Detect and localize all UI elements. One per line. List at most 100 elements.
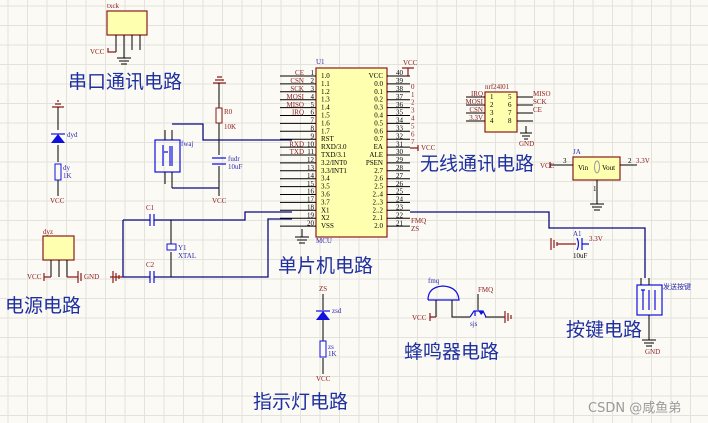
mcu-net-label: CE xyxy=(295,69,304,77)
mcu-net-label: FMQ xyxy=(411,217,426,225)
title-indicator: 指示灯电路 xyxy=(253,391,348,413)
mcu-pin-name: PSEN xyxy=(366,159,383,167)
mcu-pin-number: 38 xyxy=(396,85,404,93)
power-gnd: GND xyxy=(84,273,99,281)
ea-vcc: VCC xyxy=(421,144,436,152)
mcu-pin-number: 1 xyxy=(311,69,315,77)
mcu-pin-name: 2..3 xyxy=(373,198,384,206)
reset-cap-ref: fudr xyxy=(228,155,240,163)
mcu-net-label: 1 xyxy=(411,91,415,99)
mcu-vcc: VCC xyxy=(403,59,418,67)
mcu-net-label: 0 xyxy=(411,83,415,91)
mcu-net-label: RXD xyxy=(289,140,304,148)
mcu-pin-name: 0.3 xyxy=(374,104,383,112)
a1-net: 3.3V xyxy=(589,235,603,243)
mcu-pin-number: 26 xyxy=(396,180,404,188)
nrf-pin-number: 3 xyxy=(490,109,494,117)
mcu-pin-number: 19 xyxy=(307,211,315,219)
reset-circuit: fwaj R0 10K fudr 10uF VCC xyxy=(154,76,292,205)
nrf-pin-number: 8 xyxy=(508,117,512,125)
mcu-pin-number: 36 xyxy=(396,101,404,109)
mcu-pin-name: 3.7 xyxy=(321,198,330,206)
mcu-pin-name: 2..1 xyxy=(373,214,384,222)
nrf-pin-number: 6 xyxy=(508,101,512,109)
nrf-net-label: SCK xyxy=(533,98,547,106)
mcu-net-label: MISO xyxy=(286,101,304,109)
reg-out-net: 3.3V xyxy=(636,157,650,165)
mcu-pin-name: 1.6 xyxy=(321,119,330,127)
buzzer-vcc: VCC xyxy=(412,314,427,322)
mcu-pin-name: 2.7 xyxy=(374,167,383,175)
mcu-pin-number: 2 xyxy=(311,77,315,85)
uart-conn-ref: txck xyxy=(107,2,120,10)
zs-res-value: 1K xyxy=(328,350,337,358)
a1-ref: A1 xyxy=(573,230,582,238)
mcu-net-label: IRQ xyxy=(292,109,304,117)
mcu-pin-number: 23 xyxy=(396,204,404,212)
mcu-net-label: 2 xyxy=(411,99,415,107)
c1-ref: C1 xyxy=(146,204,155,212)
nrf-ref: nrf24l01 xyxy=(485,83,510,91)
zs-vcc: VCC xyxy=(316,375,331,383)
mcu-pin-number: 11 xyxy=(307,148,314,156)
mcu-pin-number: 5 xyxy=(311,101,315,109)
buzzer-net: FMQ xyxy=(478,286,493,294)
mcu-pin-name: 1.0 xyxy=(321,72,330,80)
send-button-circuit: 发送按键 GND xyxy=(636,278,691,356)
mcu-pin-name: 1.7 xyxy=(321,127,330,135)
mcu-pin-number: 15 xyxy=(307,180,315,188)
reg-vin: Vin xyxy=(578,164,589,172)
power-connector: dyz VCC GND xyxy=(27,228,99,283)
watermark: CSDN @咸鱼弟 xyxy=(588,400,681,416)
mcu-pin-number: 24 xyxy=(396,196,404,204)
mcu-net-label: 4 xyxy=(411,115,415,123)
mcu-pin-number: 21 xyxy=(396,219,404,227)
mcu-pin-name: 0.0 xyxy=(374,80,383,88)
power-led: dyd dy 1K VCC xyxy=(50,100,78,205)
crystal-circuit: C1 C2 Y1 XTAL xyxy=(110,204,292,283)
mcu-pin-name: RST xyxy=(321,135,335,143)
nrf-net-label: MOSI xyxy=(465,98,483,106)
mcu-net-label: 6 xyxy=(411,130,415,138)
send-button-gnd: GND xyxy=(645,348,660,356)
reset-button-ref: fwaj xyxy=(181,140,193,148)
mcu-pin-number: 31 xyxy=(396,140,404,148)
mcu-pin-name: TXD/3.1 xyxy=(321,151,347,159)
mcu-net-label: 3 xyxy=(411,107,415,115)
reg-pin-in: 3 xyxy=(563,157,567,165)
mcu-pin-name: 2..2 xyxy=(373,206,384,214)
reg-in-net: VCC xyxy=(540,162,555,170)
mcu-pin-name: 3.5 xyxy=(321,183,330,191)
mcu-name: MCU xyxy=(316,237,332,245)
reg-vout: Vout xyxy=(602,164,615,172)
mcu-pin-name: 0.7 xyxy=(374,135,383,143)
led-power-ref: dyd xyxy=(67,131,78,139)
mcu-pin-name: X1 xyxy=(321,206,330,214)
mcu-net-label: 5 xyxy=(411,122,415,130)
mcu-pin-number: 8 xyxy=(311,125,315,133)
mcu-pin-name: 0.1 xyxy=(374,88,383,96)
mcu-pin-name: 1.2 xyxy=(321,88,330,96)
nrf-net-label: MISO xyxy=(533,90,551,98)
mcu-pin-number: 30 xyxy=(396,148,404,156)
mcu-pin-number: 7 xyxy=(311,117,315,125)
nrf-pin-number: 5 xyxy=(508,93,512,101)
mcu-pin-name: 1.5 xyxy=(321,112,330,120)
title-wireless: 无线通讯电路 xyxy=(420,153,534,175)
mcu-pin-name: 3.3/INT1 xyxy=(321,167,347,175)
title-button: 按键电路 xyxy=(566,319,642,341)
mcu-pin-name: X2 xyxy=(321,214,330,222)
reset-vcc: VCC xyxy=(212,197,227,205)
power-conn-ref: dyz xyxy=(43,228,53,236)
title-uart: 串口通讯电路 xyxy=(68,71,182,93)
mcu-net-label: ZS xyxy=(411,225,419,233)
mcu-pin-name: 1.3 xyxy=(321,96,330,104)
a1-value: 10uF xyxy=(573,252,588,260)
mcu-pin-number: 25 xyxy=(396,188,404,196)
reg-pin-gnd: 1 xyxy=(593,185,597,193)
led-power-vcc: VCC xyxy=(50,197,65,205)
mcu-pin-number: 20 xyxy=(307,219,315,227)
mcu-pin-number: 34 xyxy=(396,117,404,125)
mcu-pin-number: 27 xyxy=(396,172,404,180)
